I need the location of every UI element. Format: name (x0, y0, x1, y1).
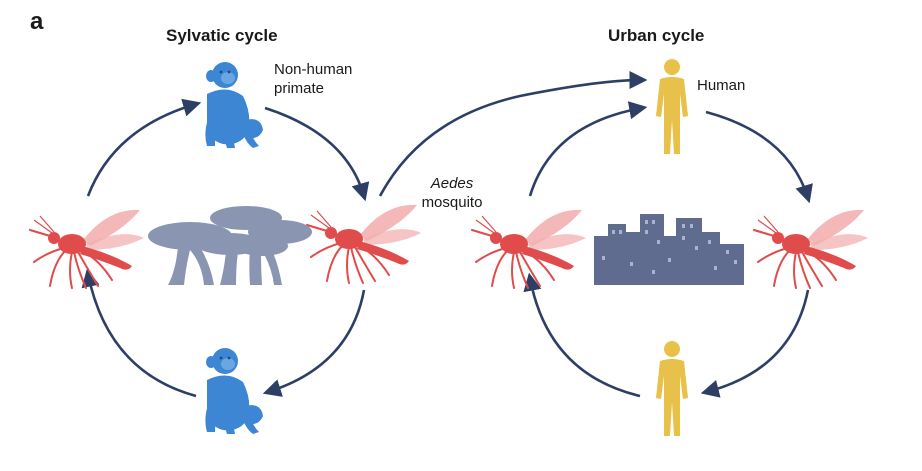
mosquito-label: Aedes mosquito (404, 174, 500, 212)
human-label: Human (697, 77, 746, 94)
arrow-sylvatic-to-urban (378, 70, 648, 197)
arrow-mosquito-to-primate-top (86, 98, 202, 197)
arrow-human-bottom-to-mosquito (523, 272, 641, 398)
mosquito-genus: Aedes (430, 175, 474, 192)
primate-icon-top (205, 62, 263, 148)
arrow-mosquito-to-human-top (528, 101, 648, 197)
mosquito-icon-urban-left (470, 208, 588, 290)
mosquito-word: mosquito (421, 194, 483, 211)
mosquito-icon-urban-right (752, 208, 870, 290)
panel-letter: a (30, 8, 44, 35)
city-icon (594, 214, 744, 285)
primate-icon-bottom (205, 348, 263, 434)
arrow-primate-bottom-to-mosquito (81, 268, 197, 398)
arrow-human-top-to-mosquito (705, 110, 813, 204)
sylvatic-cycle (28, 62, 423, 434)
primate-label-line2: primate (274, 80, 325, 97)
sylvatic-cycle-title: Sylvatic cycle (166, 26, 278, 45)
human-icon-bottom (656, 341, 688, 436)
urban-cycle-title: Urban cycle (608, 26, 705, 45)
primate-label-line1: Non-human (274, 61, 353, 78)
tree-icon (148, 206, 312, 285)
arrow-primate-top-to-mosquito (264, 106, 370, 202)
arrow-mosquito-to-human-bottom (700, 289, 810, 398)
human-icon-top (656, 59, 688, 154)
arrow-mosquito-to-primate-bottom (262, 289, 366, 397)
mosquito-icon-sylvatic-right (305, 203, 423, 285)
primate-label: Non-human primate (274, 60, 352, 98)
urban-cycle (470, 59, 870, 436)
mosquito-icon-sylvatic-left (28, 208, 146, 290)
